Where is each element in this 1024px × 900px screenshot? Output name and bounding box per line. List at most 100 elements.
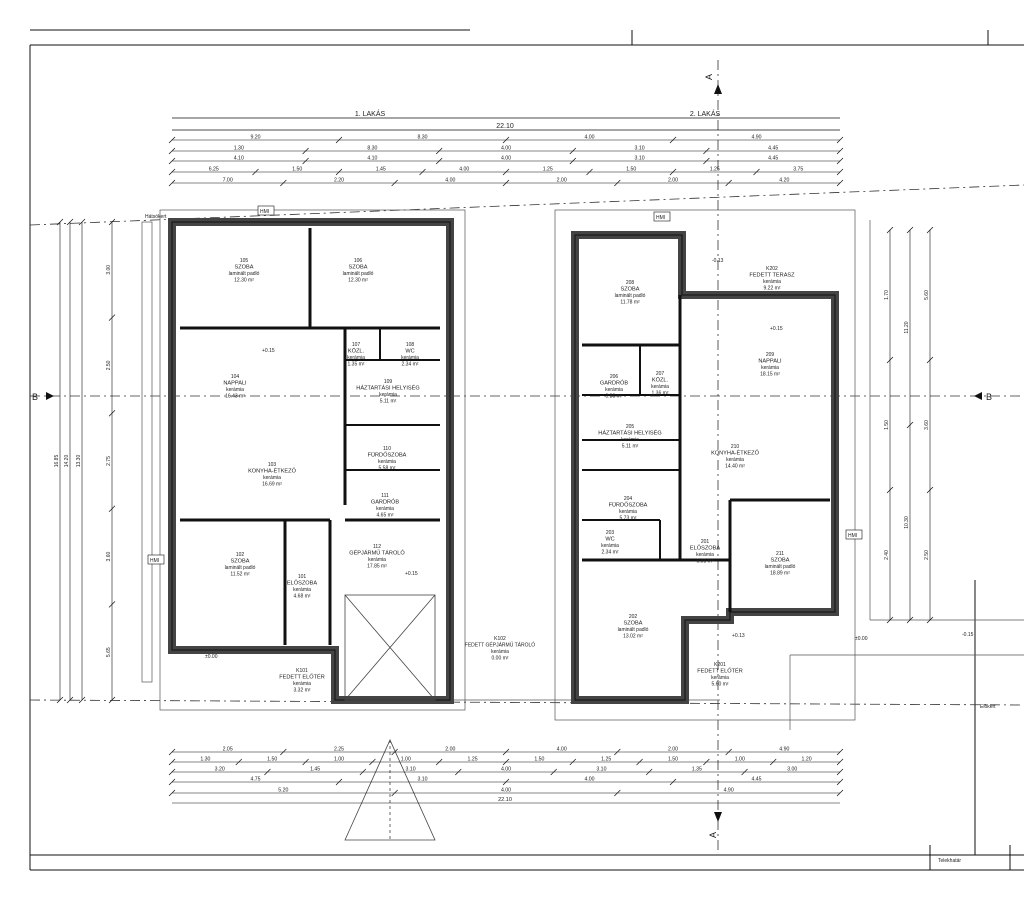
unit2-walls bbox=[571, 231, 839, 704]
dimension-tick bbox=[391, 179, 398, 187]
room-floor: laminált padló bbox=[618, 627, 649, 633]
boundary-label-front: Előkert bbox=[980, 704, 996, 710]
dimension-value: 2.00 bbox=[445, 747, 455, 753]
elevation-label: +0.15 bbox=[262, 348, 275, 354]
room-floor: kerámia bbox=[347, 355, 365, 361]
elevation-label: -0.15 bbox=[962, 632, 974, 638]
dimension-tick bbox=[836, 136, 844, 144]
room-name: FÜRDŐSZOBA bbox=[609, 502, 648, 509]
dimension-tick bbox=[435, 758, 443, 766]
dimension-tick bbox=[302, 758, 309, 766]
dimension-tick bbox=[369, 758, 376, 766]
room-name: WC bbox=[605, 537, 614, 543]
dimension-value: 9.20 bbox=[250, 135, 260, 141]
dimension-tick bbox=[359, 768, 367, 776]
dimension-tick bbox=[836, 157, 844, 165]
dimension-value: 3.75 bbox=[793, 167, 803, 173]
dimension-value: 1.00 bbox=[735, 757, 745, 763]
room-area: 9.22 m² bbox=[764, 286, 781, 292]
dimension-value: 2.40 bbox=[884, 550, 890, 560]
elevation-marks: ±0.00 +0.15 +0.15 -0.13 +0.13 ±0.00 -0.1… bbox=[205, 258, 974, 660]
room-no: 106 bbox=[354, 258, 363, 264]
hmi-tags: HMI HMI HMI HMI bbox=[147, 205, 863, 565]
dimension-value: 3.10 bbox=[406, 767, 416, 773]
dimension-tick bbox=[926, 226, 934, 234]
dimension-value: 1.50 bbox=[668, 757, 678, 763]
dimension-tick bbox=[455, 768, 462, 776]
dimension-value: 10.30 bbox=[904, 516, 910, 529]
section-marker-b-left: B bbox=[32, 392, 38, 402]
room-floor: kerámia bbox=[378, 459, 396, 465]
elevation-label: -0.13 bbox=[712, 258, 724, 264]
dimension-value: 2.20 bbox=[334, 178, 344, 184]
elevation-label: +0.15 bbox=[405, 571, 418, 577]
dimension-value: 1.50 bbox=[534, 757, 544, 763]
room-no: 104 bbox=[231, 374, 240, 380]
dimension-tick bbox=[636, 758, 643, 766]
boundary-label-back: Hátsókert bbox=[145, 214, 167, 220]
dimension-tick bbox=[614, 748, 621, 756]
total-width-bottom: 22.10 bbox=[498, 797, 512, 803]
room-floor: kerámia bbox=[368, 557, 386, 563]
dimension-value: 4.00 bbox=[501, 146, 511, 152]
room-area: 3.88 m² bbox=[606, 394, 623, 400]
dimension-value: 6.25 bbox=[209, 167, 219, 173]
section-marker-b-right: B bbox=[986, 392, 992, 402]
boundary-label-lot: Telekhatár bbox=[938, 858, 961, 864]
dimension-value: 1.50 bbox=[626, 167, 636, 173]
room-name: SZOBA bbox=[235, 265, 254, 271]
section-arrow-icon bbox=[714, 812, 722, 822]
dimension-tick bbox=[769, 758, 777, 766]
section-arrow-icon bbox=[714, 84, 722, 94]
dimension-tick bbox=[614, 179, 621, 187]
dimension-tick bbox=[703, 157, 710, 165]
section-marker-a-bottom: A bbox=[708, 832, 718, 838]
dimension-tick bbox=[906, 421, 914, 429]
dimension-tick bbox=[836, 179, 844, 187]
section-markers: A A B B bbox=[32, 74, 992, 838]
elevation-label: ±0.00 bbox=[205, 654, 218, 660]
dimension-tick bbox=[614, 789, 621, 797]
room-name: SZOBA bbox=[624, 621, 643, 627]
dimension-tick bbox=[836, 748, 844, 756]
dimension-tick bbox=[168, 147, 176, 155]
room-no: 103 bbox=[268, 462, 277, 468]
room-area: 2.34 m² bbox=[402, 362, 419, 368]
dimension-tick bbox=[741, 768, 748, 776]
room-no: 110 bbox=[383, 446, 391, 452]
dimension-value: 14.20 bbox=[64, 455, 70, 468]
dimension-value: 2.75 bbox=[106, 456, 112, 466]
dimension-tick bbox=[586, 168, 593, 176]
dimension-value: 4.45 bbox=[751, 777, 761, 783]
room-floor: kerámia bbox=[621, 437, 639, 443]
room-area: 5.73 m² bbox=[620, 516, 637, 522]
room-name: FEDETT GÉPJÁRMŰ TÁROLÓ bbox=[465, 642, 535, 649]
room-area: 5.11 m² bbox=[622, 444, 639, 450]
dimension-value: 16.85 bbox=[54, 455, 60, 468]
dimension-tick bbox=[836, 168, 844, 176]
room-floor: kerámia bbox=[651, 384, 669, 390]
dimension-tick bbox=[108, 409, 116, 417]
room-area: 5.58 m² bbox=[379, 466, 396, 472]
dimension-tick bbox=[235, 758, 243, 766]
dimension-tick bbox=[56, 696, 64, 704]
dimension-value: 4.75 bbox=[250, 777, 260, 783]
dimension-tick bbox=[502, 168, 510, 176]
dimension-tick bbox=[168, 748, 176, 756]
room-name: KONYHA-ÉTKEZŐ bbox=[711, 450, 760, 457]
room-name: GÉPJÁRMŰ TÁROLÓ bbox=[349, 550, 405, 557]
dimension-value: 2.05 bbox=[223, 747, 233, 753]
room-name: HÁZTARTÁSI HELYISÉG bbox=[598, 430, 661, 437]
room-area: 18.15 m² bbox=[760, 372, 780, 378]
room-floor: kerámia bbox=[601, 543, 619, 549]
dimension-tick bbox=[335, 778, 343, 786]
dimension-value: 3.10 bbox=[417, 777, 427, 783]
dimension-tick bbox=[168, 157, 176, 165]
